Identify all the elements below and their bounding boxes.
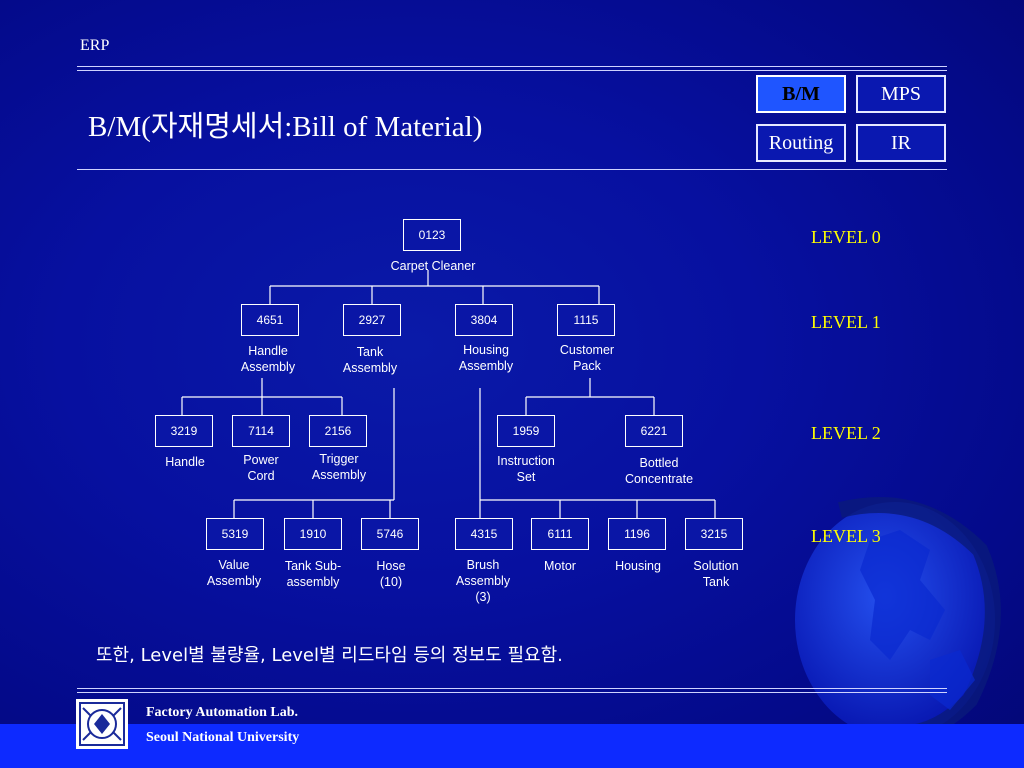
label-line: Housing — [463, 343, 509, 357]
label-line: Cord — [247, 469, 275, 483]
label-line: Assembly — [455, 574, 511, 588]
node-box-l1: 3804 — [455, 304, 513, 336]
label-line: Tank Sub- — [284, 559, 342, 573]
label-line: Brush — [466, 558, 500, 572]
label-line: Value — [218, 558, 250, 572]
node-label-root: Carpet Cleaner — [390, 259, 476, 273]
node-box-l3: 5746 — [361, 518, 419, 550]
node-box-l2: 3219 — [155, 415, 213, 447]
label-line: Handle — [248, 344, 288, 358]
label-line: Assembly — [342, 361, 398, 375]
seal-icon — [79, 702, 125, 746]
node-box-l3: 6111 — [531, 518, 589, 550]
label-line: assembly — [286, 575, 340, 589]
label-line: Housing — [615, 559, 661, 573]
label-line: Pack — [573, 359, 601, 373]
label-line: Tank — [356, 345, 384, 359]
app-label: ERP — [80, 37, 110, 54]
footer-rule — [77, 688, 947, 693]
footer-university-name: Seoul National University — [146, 730, 300, 745]
label-line: Assembly — [240, 360, 296, 374]
node-label-l3: Hose (10) — [336, 558, 446, 590]
label-line: Power — [243, 453, 279, 467]
label-line: (3) — [475, 590, 491, 604]
node-box-l1: 4651 — [241, 304, 299, 336]
label-line: Motor — [544, 559, 576, 573]
note-text: 또한, Level별 불량율, Level별 리드타임 등의 정보도 필요함. — [96, 645, 563, 666]
node-box-l3: 5319 — [206, 518, 264, 550]
nav-mps-button[interactable]: MPS — [856, 75, 946, 113]
node-label-l3: Housing — [583, 558, 693, 574]
node-box-root: 0123 — [403, 219, 461, 251]
node-box-l1: 2927 — [343, 304, 401, 336]
label-line: Bottled — [639, 456, 679, 470]
node-label-l3: Motor — [505, 558, 615, 574]
header-rule — [77, 169, 947, 170]
university-logo — [76, 699, 128, 749]
label-line: Instruction — [497, 454, 555, 468]
nav-ir-button[interactable]: IR — [856, 124, 946, 162]
node-box-l2: 6221 — [625, 415, 683, 447]
label-line: Trigger — [319, 452, 359, 466]
level-1-label: LEVEL 1 — [811, 312, 881, 332]
footer-lab-name: Factory Automation Lab. — [146, 705, 299, 720]
node-box-l3: 3215 — [685, 518, 743, 550]
label-line: Solution — [693, 559, 739, 573]
node-box-l2: 7114 — [232, 415, 290, 447]
nav-bm-button[interactable]: B/M — [756, 75, 846, 113]
level-3-label: LEVEL 3 — [811, 526, 881, 546]
label-line: Assembly — [206, 574, 262, 588]
label-line: (10) — [379, 575, 403, 589]
node-label-l2: Handle — [130, 454, 240, 470]
node-box-l3: 4315 — [455, 518, 513, 550]
node-box-l3: 1910 — [284, 518, 342, 550]
top-rule — [77, 66, 947, 71]
label-line: Hose — [376, 559, 406, 573]
level-0-label: LEVEL 0 — [811, 227, 881, 247]
label-line: Tank — [702, 575, 730, 589]
node-box-l1: 1115 — [557, 304, 615, 336]
node-box-l2: 1959 — [497, 415, 555, 447]
node-box-l3: 1196 — [608, 518, 666, 550]
label-line: Handle — [165, 455, 205, 469]
label-line: Assembly — [311, 468, 367, 482]
label-line: Assembly — [458, 359, 514, 373]
node-box-l2: 2156 — [309, 415, 367, 447]
node-label-l3: Tank Sub-assembly — [258, 558, 368, 590]
label-line: Set — [516, 470, 536, 484]
level-2-label: LEVEL 2 — [811, 423, 881, 443]
nav-routing-button[interactable]: Routing — [756, 124, 846, 162]
footer-bar — [0, 724, 1024, 768]
page-title: B/M(자재명세서:Bill of Material) — [88, 111, 483, 143]
label-line: Customer — [559, 343, 615, 357]
label-line: Concentrate — [624, 472, 694, 486]
